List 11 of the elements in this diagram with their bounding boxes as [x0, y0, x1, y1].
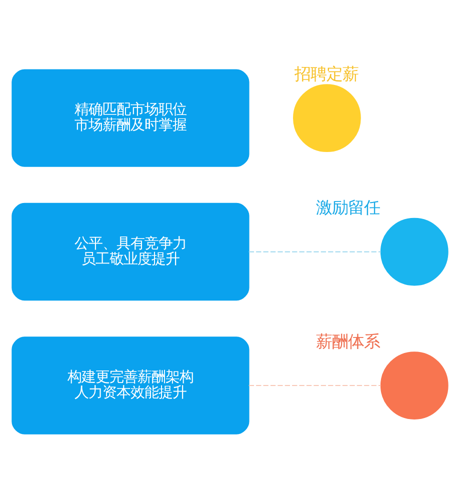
node-box: 构建更完善薪酬架构人力资本效能提升	[12, 336, 250, 434]
node-label: 招聘定薪	[294, 64, 358, 84]
node-label: 薪酬体系	[316, 332, 380, 351]
node-box: 精确匹配市场职位市场薪酬及时掌握	[12, 69, 250, 167]
node-circle	[380, 352, 448, 420]
node-label: 激励留任	[316, 198, 380, 218]
connector	[248, 251, 381, 252]
node-circle	[293, 84, 361, 152]
connector	[248, 385, 381, 386]
node-circle	[380, 218, 448, 286]
node-box: 公平、具有竞争力员工敬业度提升	[12, 202, 250, 301]
